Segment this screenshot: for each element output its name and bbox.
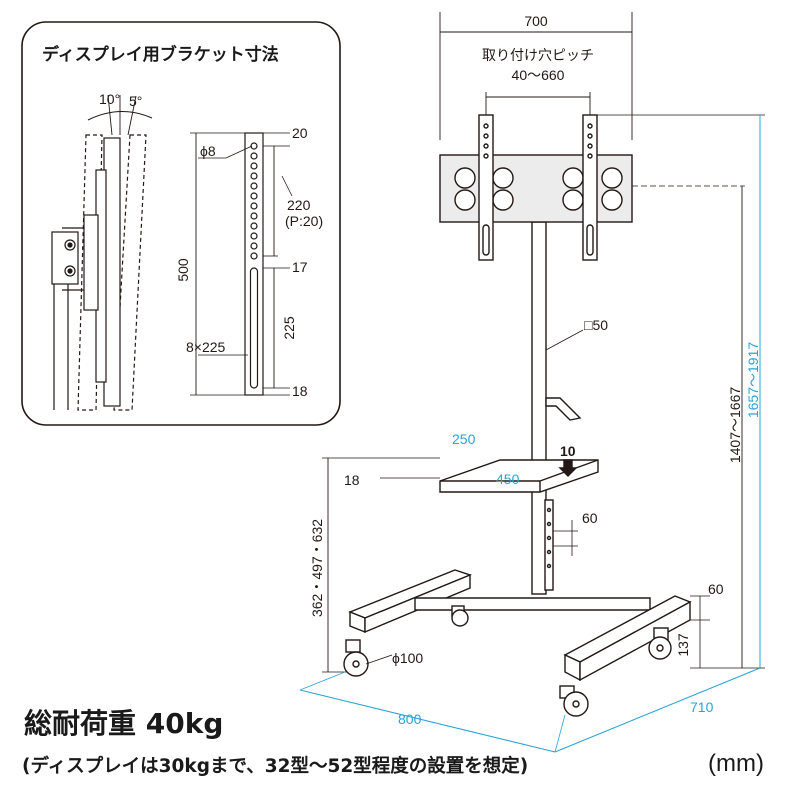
caster-diameter-label: ϕ100 xyxy=(392,650,423,666)
shelf-load-label: 10 xyxy=(560,443,576,459)
pitch-range-label: 40～660 xyxy=(512,67,565,83)
bottom-offset-label: 18 xyxy=(292,383,308,399)
slot-length-label: 225 xyxy=(281,316,297,340)
total-height-label: 1657～1917 xyxy=(745,342,761,419)
bracket-inset: ディスプレイ用ブラケット寸法 xyxy=(21,21,341,426)
tilt-up-label: 10° xyxy=(99,91,120,107)
display-height-label: 1407～1667 xyxy=(727,387,743,464)
pitch-title-label: 取り付け穴ピッチ xyxy=(482,48,594,64)
base-width-label: 800 xyxy=(398,711,422,727)
unit-label: (mm) xyxy=(708,750,764,777)
tilt-profile xyxy=(51,94,153,411)
shelf-width-label: 450 xyxy=(496,471,520,487)
base-height-label: 60 xyxy=(708,581,724,597)
top-width-label: 700 xyxy=(524,13,548,29)
slot-gap-label: 17 xyxy=(292,259,308,275)
total-length-label: 500 xyxy=(175,258,191,282)
hole-span-label: 220 xyxy=(287,197,311,213)
total-load-text: 総耐荷重 40kg xyxy=(24,707,224,740)
shelf-thickness-label: 18 xyxy=(344,472,360,488)
bracket-strip xyxy=(190,132,293,396)
base-depth-label: 710 xyxy=(690,699,714,715)
display-note-text: (ディスプレイは30kgまで、32型～52型程度の設置を想定) xyxy=(22,756,529,777)
stand-drawing xyxy=(299,12,765,753)
hole-pitch-label: (P:20) xyxy=(285,213,323,229)
inset-title: ディスプレイ用ブラケット寸法 xyxy=(42,44,279,65)
top-offset-label: 20 xyxy=(292,125,308,141)
shelf-height-label: 362・497・632 xyxy=(309,519,325,617)
shelf-depth-label: 250 xyxy=(452,431,476,447)
tilt-down-label: 5° xyxy=(129,93,142,109)
shelf-step-label: 60 xyxy=(582,510,598,526)
pole-size-label: □50 xyxy=(584,317,608,333)
hole-diameter-label: ϕ8 xyxy=(200,143,216,159)
base-bottom-label: 137 xyxy=(675,633,691,657)
slot-size-label: 8×225 xyxy=(186,339,226,355)
